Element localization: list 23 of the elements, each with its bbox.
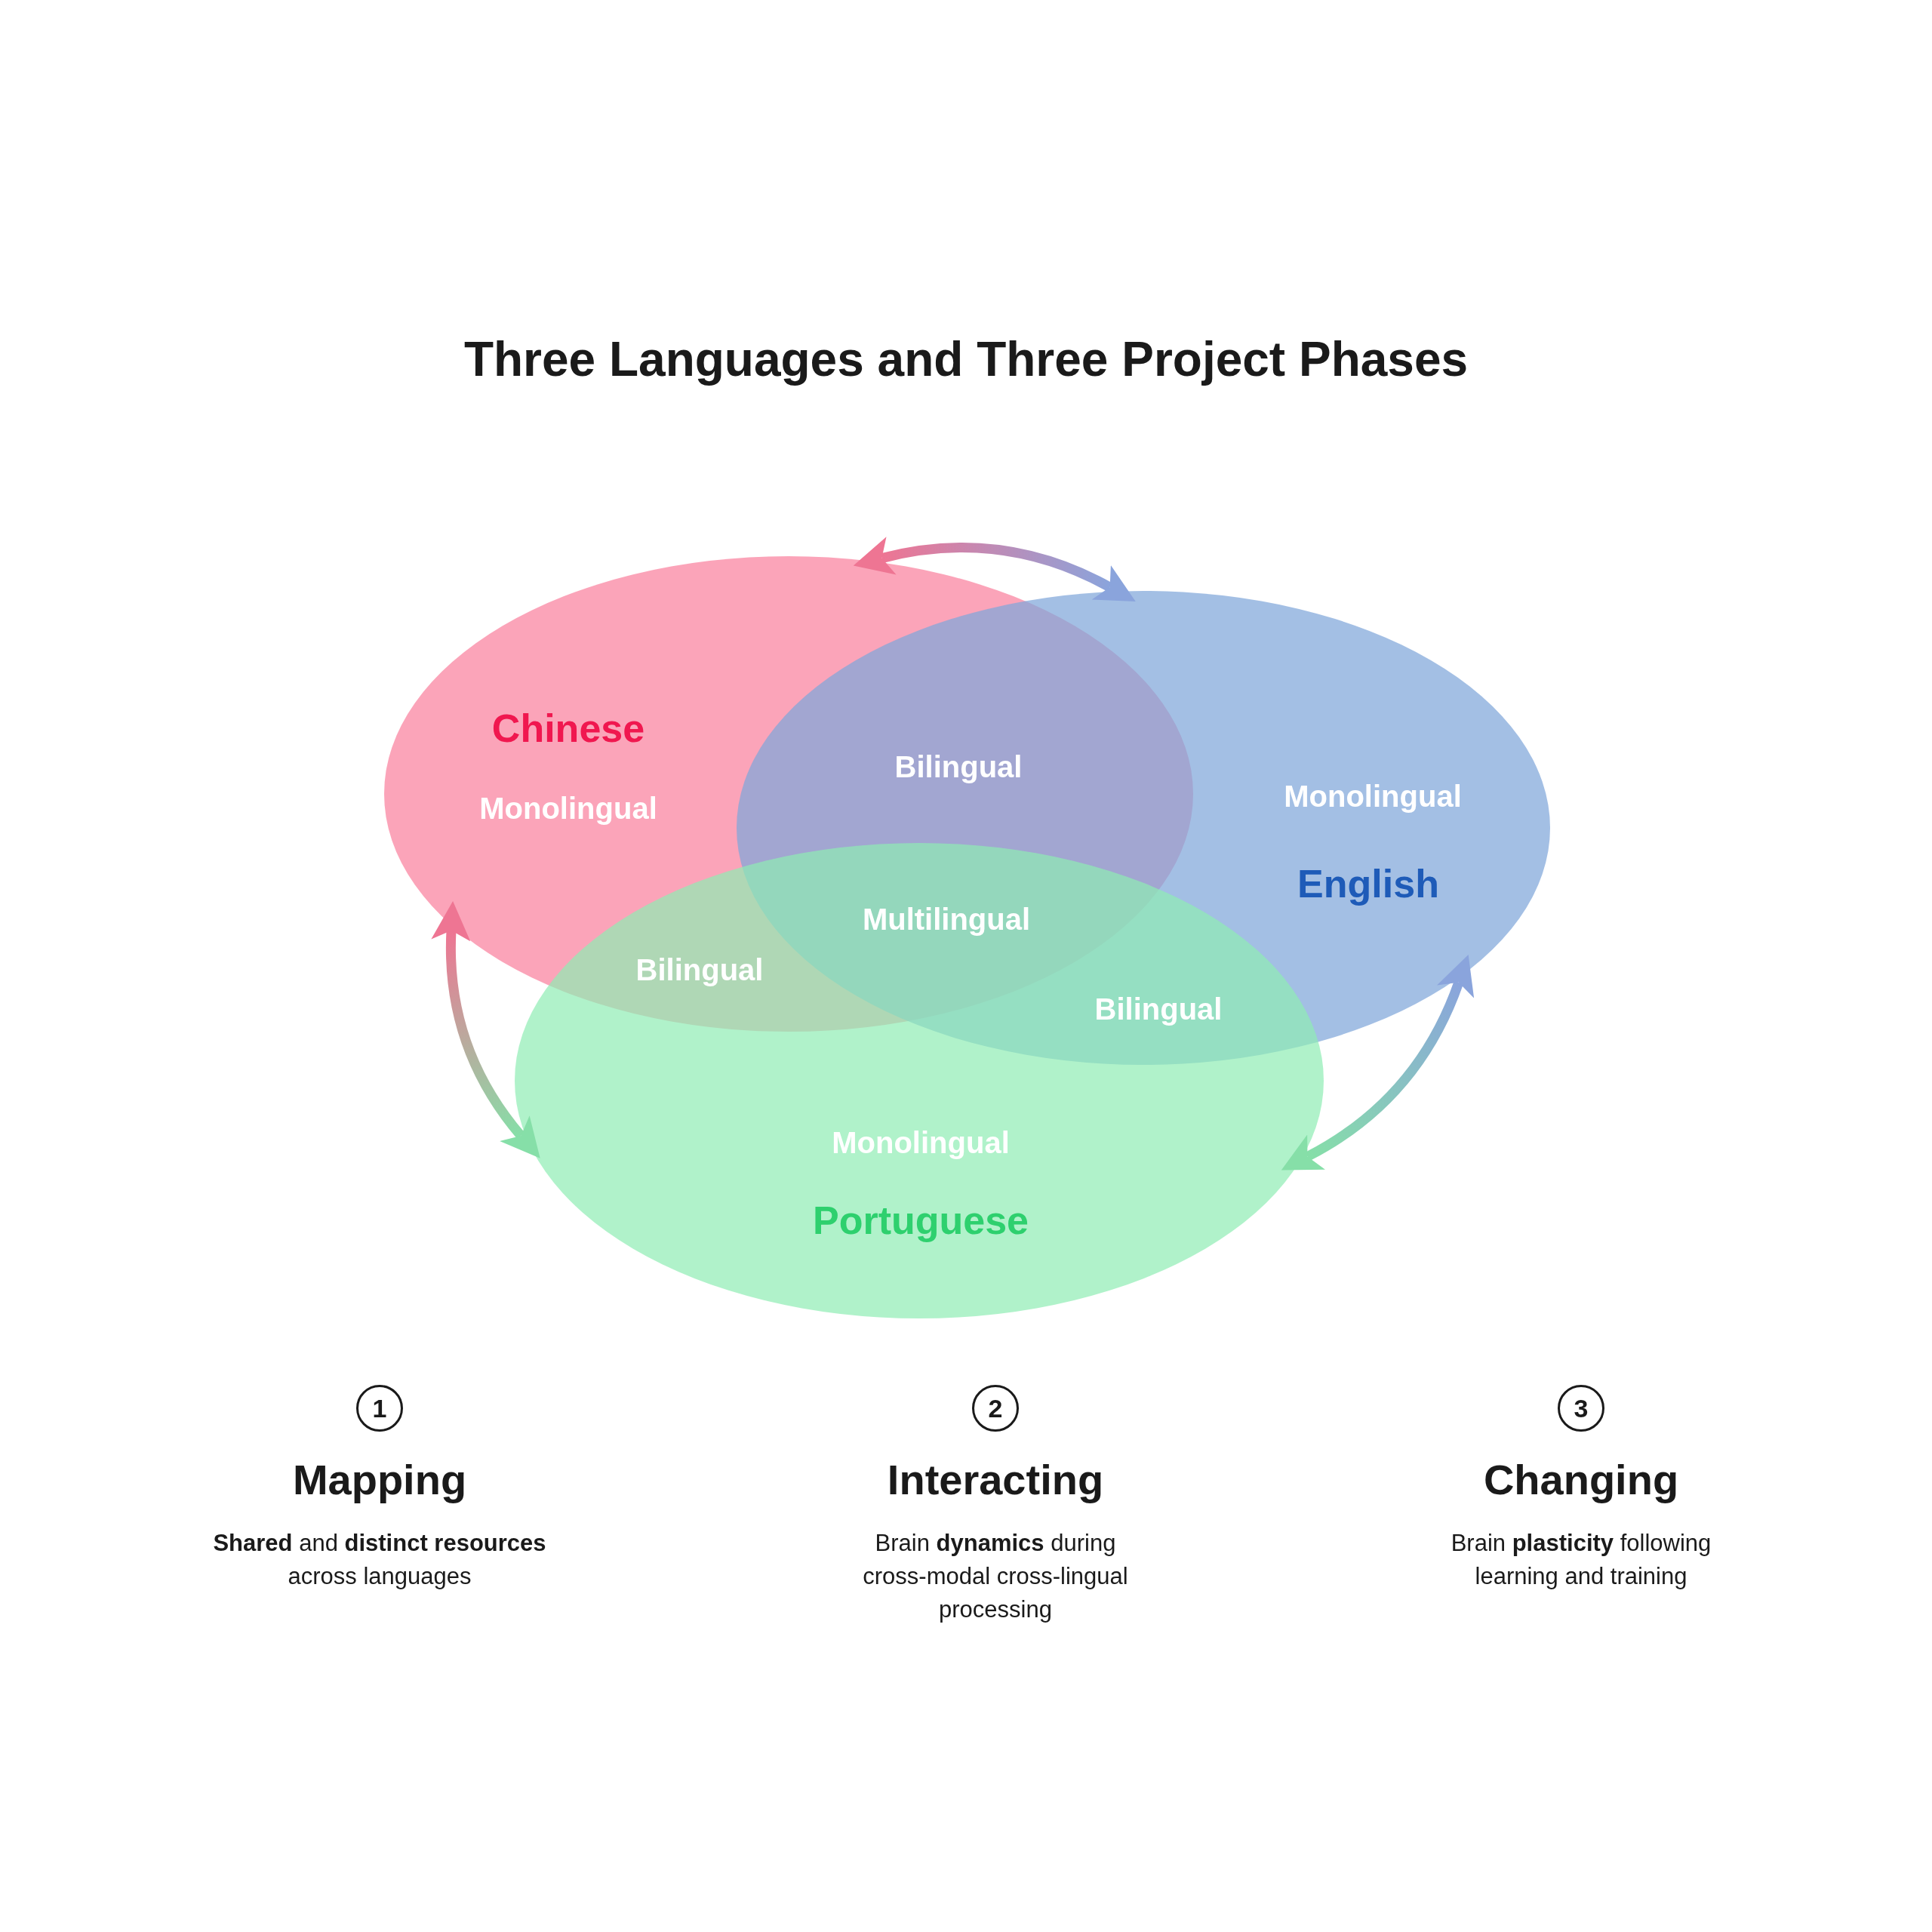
phase-description: Brain plasticity following learning and training: [1450, 1529, 1712, 1591]
region-label: Multilingual: [862, 902, 1031, 937]
step-number: 2: [972, 1385, 1019, 1432]
phase-heading: Interacting: [887, 1455, 1104, 1505]
diagram-title: Three Languages and Three Project Phases: [463, 331, 1469, 388]
region-label: Monolingual: [1284, 779, 1462, 814]
region-label: Bilingual: [1094, 992, 1223, 1027]
phase-description: Shared and distinct resources across languages: [212, 1529, 547, 1591]
double-arrow: [431, 900, 540, 1159]
language-name: Chinese: [491, 706, 645, 752]
region-label: Monolingual: [832, 1125, 1010, 1161]
region-label: Bilingual: [635, 952, 764, 988]
region-label: Bilingual: [894, 749, 1023, 785]
step-number: 3: [1558, 1385, 1604, 1432]
phase-heading: Changing: [1483, 1455, 1679, 1505]
double-arrow: [853, 537, 1137, 601]
language-name: Portuguese: [812, 1198, 1029, 1244]
step-number: 1: [356, 1385, 403, 1432]
phase-description: Brain dynamics during cross-modal cross-lingual processing: [862, 1529, 1129, 1624]
language-name: English: [1297, 861, 1439, 907]
double-arrow: [1281, 955, 1474, 1171]
region-label: Monolingual: [479, 791, 657, 826]
phase-heading: Mapping: [292, 1455, 467, 1505]
